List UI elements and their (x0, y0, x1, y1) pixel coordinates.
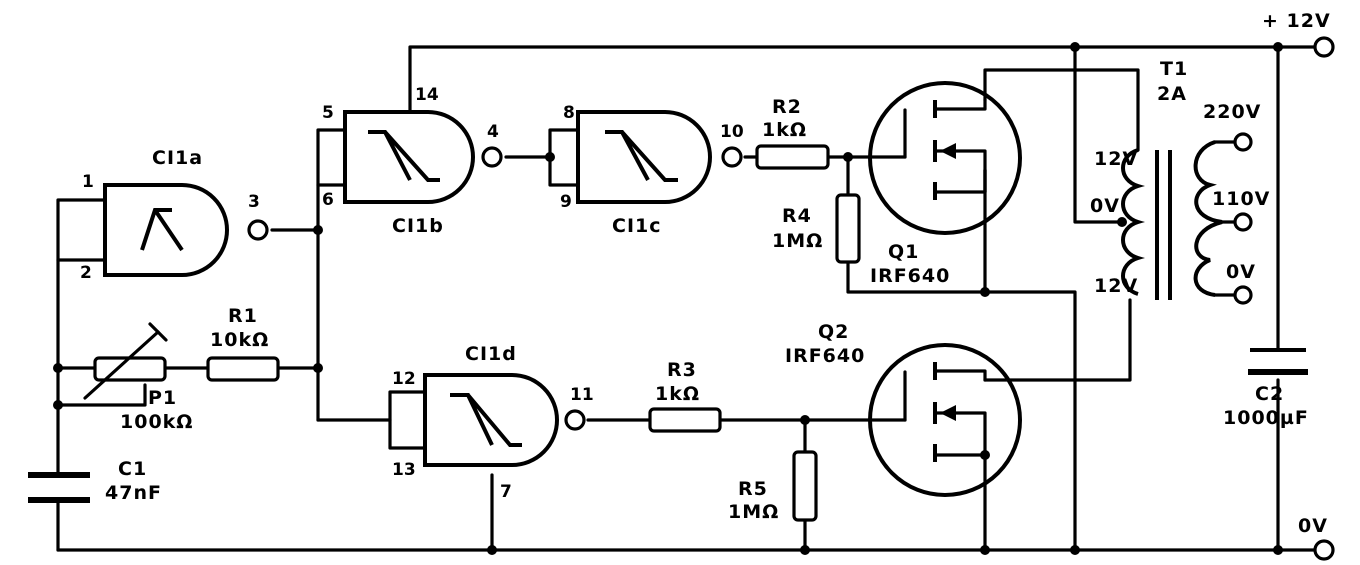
svg-text:R1: R1 (228, 305, 258, 327)
gate-ci1b: CI1b 5 6 4 14 (322, 85, 503, 237)
svg-text:8: 8 (563, 103, 575, 123)
svg-text:R4: R4 (782, 205, 812, 227)
svg-text:P1: P1 (148, 387, 177, 409)
svg-text:IRF640: IRF640 (785, 345, 865, 367)
svg-text:1kΩ: 1kΩ (762, 119, 807, 141)
svg-text:9: 9 (560, 192, 572, 212)
svg-text:1kΩ: 1kΩ (655, 383, 700, 405)
svg-text:14: 14 (415, 85, 439, 105)
svg-text:R5: R5 (738, 478, 768, 500)
resistor-r5: R5 1MΩ (728, 450, 818, 523)
svg-text:1MΩ: 1MΩ (772, 230, 823, 252)
svg-text:3: 3 (248, 192, 260, 212)
resistor-r3: R3 1kΩ (648, 359, 722, 433)
svg-text:6: 6 (322, 190, 334, 210)
svg-text:R2: R2 (772, 96, 802, 118)
svg-text:1MΩ: 1MΩ (728, 501, 779, 523)
svg-text:R3: R3 (667, 359, 697, 381)
svg-text:100kΩ: 100kΩ (120, 411, 193, 433)
svg-text:12V: 12V (1094, 148, 1138, 170)
svg-text:C1: C1 (118, 458, 147, 480)
svg-text:12V: 12V (1094, 275, 1138, 297)
svg-text:T1: T1 (1160, 58, 1188, 80)
svg-text:220V: 220V (1203, 101, 1261, 123)
svg-text:IRF640: IRF640 (870, 265, 950, 287)
junctions (53, 42, 1283, 555)
svg-text:11: 11 (570, 385, 594, 405)
transformer-t1: T1 2A 12V 0V 12V 220V 110V 0V (1090, 58, 1270, 305)
gate-ci1a-label: CI1a (152, 147, 203, 169)
transistor-q1: Q1 IRF640 (868, 81, 1022, 287)
supply-ground-terminal: 0V (1298, 515, 1335, 561)
svg-text:C2: C2 (1255, 383, 1284, 405)
gate-ci1a: CI1a 1 2 3 (80, 147, 269, 283)
svg-text:1: 1 (82, 172, 94, 192)
supply-positive-terminal: + 12V (1262, 10, 1335, 58)
capacitor-c2: C2 1000µF (1223, 348, 1309, 429)
svg-text:2: 2 (80, 263, 92, 283)
potentiometer-p1: P1 100kΩ (83, 322, 193, 433)
gate-ci1c: CI1c 8 9 10 (560, 103, 744, 237)
svg-text:0V: 0V (1226, 261, 1256, 283)
svg-text:10: 10 (720, 122, 744, 142)
svg-text:Q1: Q1 (888, 241, 919, 263)
wires (56, 45, 1317, 552)
transistor-q2: Q2 IRF640 (785, 321, 1022, 497)
svg-text:12: 12 (392, 369, 416, 389)
svg-text:0V: 0V (1090, 195, 1120, 217)
svg-text:5: 5 (322, 103, 334, 123)
resistor-r4: R4 1MΩ (772, 193, 861, 264)
gate-ci1d-label: CI1d (465, 343, 517, 365)
svg-text:2A: 2A (1157, 83, 1187, 105)
supply-ground-label: 0V (1298, 515, 1328, 537)
gate-ci1d: CI1d 12 13 11 7 (392, 343, 594, 502)
svg-text:1000µF: 1000µF (1223, 407, 1309, 429)
gate-ci1b-label: CI1b (392, 215, 444, 237)
gate-ci1c-label: CI1c (612, 215, 662, 237)
svg-text:10kΩ: 10kΩ (210, 329, 269, 351)
resistor-r1: R1 10kΩ (206, 305, 280, 382)
svg-text:4: 4 (487, 122, 499, 142)
svg-text:Q2: Q2 (818, 321, 849, 343)
supply-positive-label: + 12V (1262, 10, 1331, 32)
svg-text:7: 7 (500, 482, 512, 502)
resistor-r2: R2 1kΩ (755, 96, 830, 170)
svg-text:13: 13 (392, 460, 416, 480)
svg-text:110V: 110V (1212, 188, 1270, 210)
svg-text:47nF: 47nF (105, 482, 162, 504)
capacitor-c1: C1 47nF (28, 458, 162, 504)
